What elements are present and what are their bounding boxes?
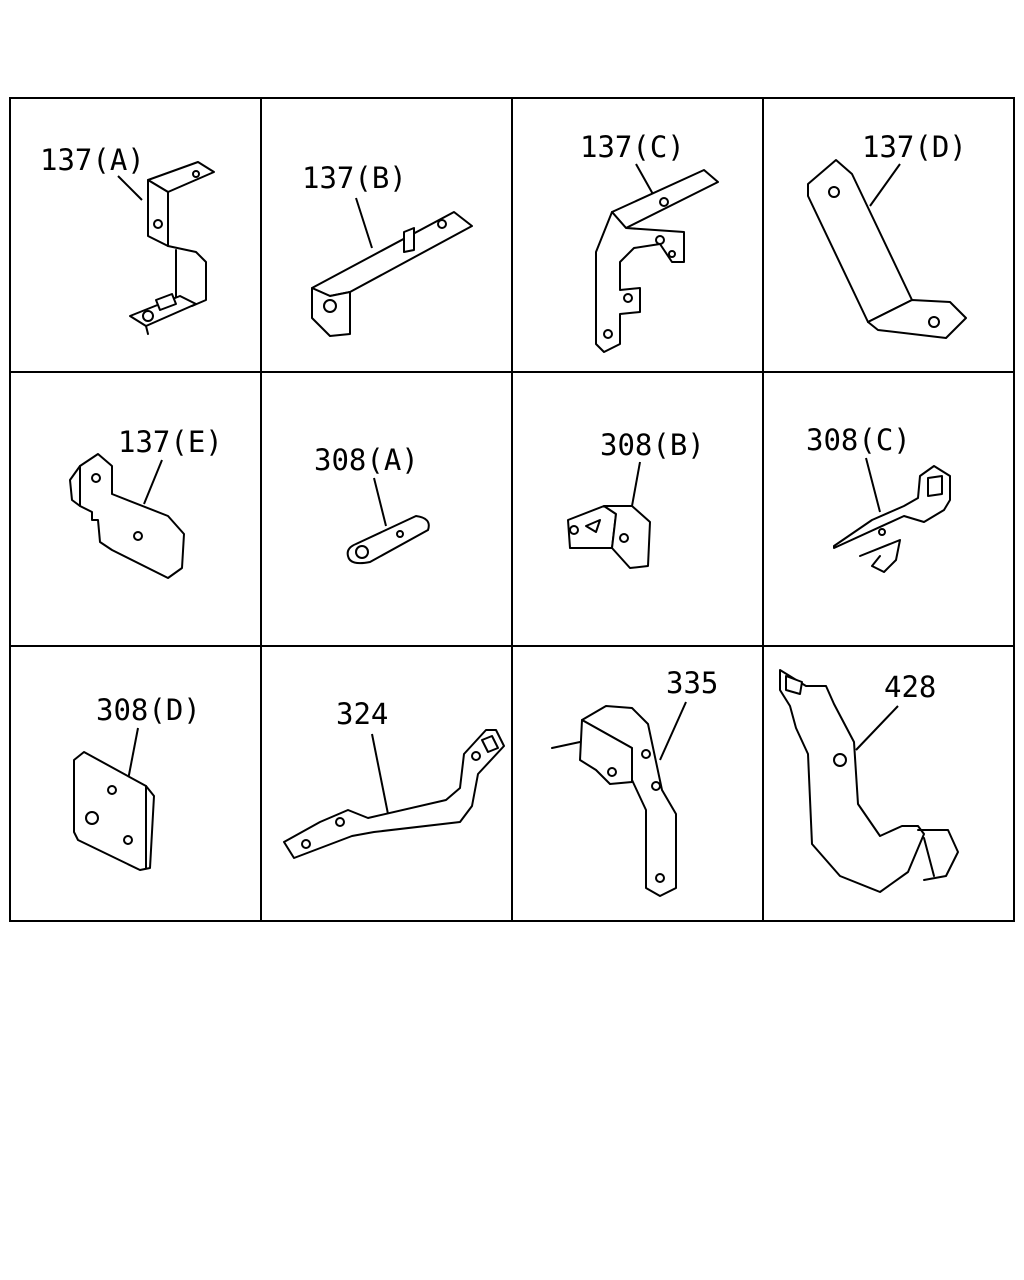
part-308c: 308(C) (806, 423, 951, 573)
label-137d: 137(D) (862, 130, 967, 164)
label-137e: 137(E) (118, 425, 223, 459)
part-137b: 137(B) (302, 161, 473, 337)
label-308a: 308(A) (314, 443, 419, 477)
part-308d: 308(D) (73, 693, 201, 871)
label-137c: 137(C) (580, 130, 685, 164)
label-335: 335 (666, 666, 718, 700)
part-308b: 308(B) (567, 428, 705, 569)
label-308b: 308(B) (600, 428, 705, 462)
label-324: 324 (336, 697, 388, 731)
label-137a: 137(A) (40, 143, 145, 177)
part-137d: 137(D) (807, 130, 967, 339)
part-137e: 137(E) (69, 425, 223, 579)
label-308c: 308(C) (806, 423, 911, 457)
label-137b: 137(B) (302, 161, 407, 195)
part-428: 428 (779, 669, 959, 893)
part-137c: 137(C) (580, 130, 719, 353)
label-428: 428 (884, 670, 936, 704)
part-308a: 308(A) (314, 443, 430, 565)
part-324: 324 (283, 697, 505, 859)
grid-lines (9, 97, 1015, 922)
label-308d: 308(D) (96, 693, 201, 727)
part-137a: 137(A) (40, 143, 215, 335)
part-335: 335 (551, 666, 718, 897)
